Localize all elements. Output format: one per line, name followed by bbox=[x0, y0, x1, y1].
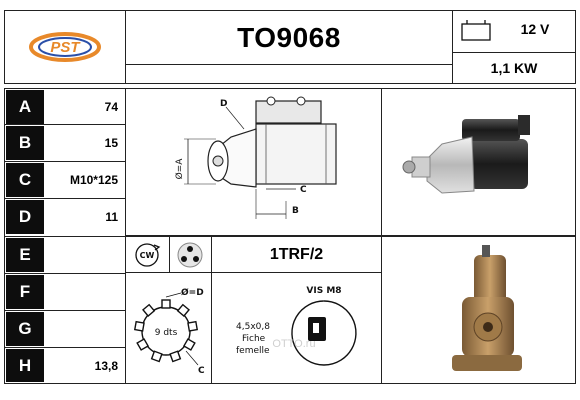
power-cell bbox=[452, 52, 576, 84]
part-number: TO9068 bbox=[237, 21, 341, 53]
label-fiche: Fiche bbox=[242, 334, 266, 344]
pst-logo-icon: PST bbox=[29, 32, 101, 62]
letter-a: A bbox=[6, 90, 44, 124]
value-e bbox=[46, 238, 124, 272]
letter-e: E bbox=[6, 238, 44, 272]
label-b: B bbox=[292, 206, 299, 216]
letter-f: F bbox=[6, 275, 44, 309]
value-h: 13,8 bbox=[94, 358, 118, 373]
value-f bbox=[46, 275, 124, 309]
voltage-value: 12 V bbox=[520, 21, 550, 37]
value-a: 74 bbox=[104, 100, 118, 114]
label-vis: VIS M8 bbox=[306, 286, 341, 296]
value-b: 15 bbox=[104, 136, 118, 150]
pinion-cell: Ø=D 9 dts C bbox=[125, 272, 212, 384]
rotation-cell: CW bbox=[125, 236, 170, 273]
value-d: 11 bbox=[105, 210, 118, 224]
letter-d: D bbox=[6, 200, 44, 234]
connector-code-cell bbox=[211, 236, 382, 273]
label-phi-d: Ø=D bbox=[181, 287, 204, 298]
letter-h: H bbox=[6, 349, 44, 382]
label-phi-a: Ø=A bbox=[174, 158, 185, 180]
label-size: 4,5x0,8 bbox=[236, 322, 270, 332]
letter-b: B bbox=[6, 126, 44, 160]
power-value: 1,1 KW bbox=[490, 60, 538, 76]
watermark-text: OTTO.ru bbox=[272, 338, 315, 350]
connector-code: 1TRF/2 bbox=[269, 245, 324, 263]
dimension-drawing-cell: Ø=A B C D bbox=[125, 88, 382, 236]
rotation-label: CW bbox=[140, 251, 155, 260]
three-pin-plug-icon bbox=[177, 242, 203, 268]
plug-cell bbox=[169, 236, 212, 273]
label-d: D bbox=[220, 99, 227, 109]
starter-front-photo bbox=[452, 245, 522, 371]
starter-dimension-drawing: Ø=A B C D bbox=[174, 96, 337, 219]
photo-side-cell bbox=[381, 88, 576, 236]
label-pinion-c: C bbox=[198, 366, 205, 376]
logo-cell: PST bbox=[4, 10, 126, 84]
pinion-gear-drawing: Ø=D 9 dts C bbox=[133, 287, 205, 376]
letter-c: C bbox=[6, 163, 44, 197]
value-g bbox=[46, 312, 124, 346]
label-femelle: femelle bbox=[236, 346, 270, 356]
battery-icon bbox=[461, 20, 491, 41]
value-c: M10*125 bbox=[69, 173, 118, 187]
label-c: C bbox=[300, 185, 307, 195]
header-blank-cell bbox=[125, 64, 453, 84]
label-teeth: 9 dts bbox=[155, 328, 178, 338]
clockwise-rotation-icon: CW bbox=[135, 243, 161, 267]
starter-side-photo bbox=[402, 115, 530, 194]
terminal-cell: VIS M8 4,5x0,8 Fiche femelle OTTO.ru bbox=[211, 272, 382, 384]
letter-g: G bbox=[6, 312, 44, 346]
terminal-drawing: VIS M8 4,5x0,8 Fiche femelle OTTO.ru bbox=[236, 286, 357, 366]
part-number-cell bbox=[125, 10, 453, 65]
photo-front-cell bbox=[381, 236, 576, 384]
logo-text: PST bbox=[50, 39, 81, 56]
